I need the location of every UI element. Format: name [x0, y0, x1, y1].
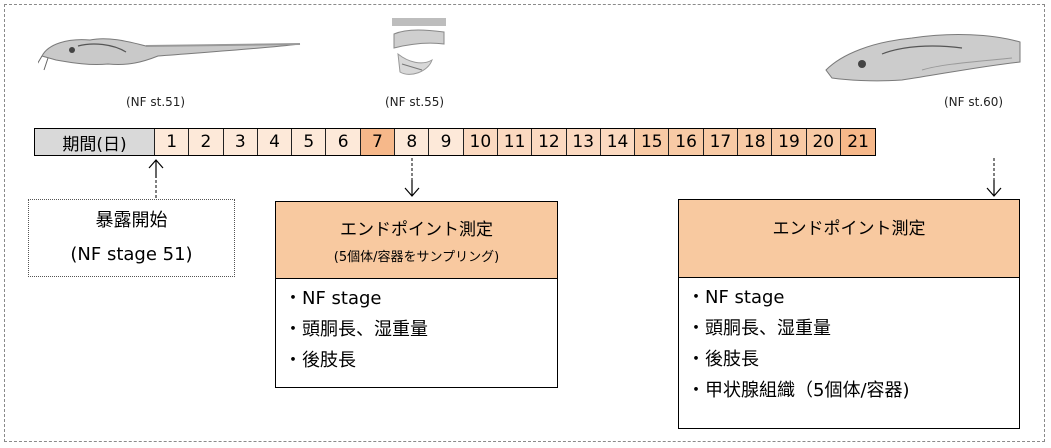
endpoint-item: ・後肢長 [687, 349, 759, 370]
stage-label-st60: (NF st.60) [944, 95, 1004, 109]
tadpole-st55-illustration [392, 18, 446, 75]
endpoint-subtitle-day7: (5個体/容器をサンプリング) [333, 250, 500, 265]
start-arrow [148, 159, 164, 198]
endpoint-header-day21: エンドポイント測定 [679, 200, 1019, 278]
day-cell: 9 [429, 129, 464, 155]
endpoint-box-day7: エンドポイント測定 (5個体/容器をサンプリング) ・NF stage ・頭胴長… [275, 201, 558, 388]
timeline-header: 期間(日) [35, 129, 155, 155]
diagram-frame [4, 4, 1045, 442]
day-cell: 6 [326, 129, 361, 155]
tadpole-st51-illustration [38, 38, 301, 71]
day-cell: 11 [497, 129, 533, 155]
tadpole-st60-illustration [825, 34, 1021, 82]
exposure-start-box: 暴露開始 (NF stage 51) [28, 199, 235, 277]
endpoint-list-day7: ・NF stage ・頭胴長、湿重量 ・後肢長 [276, 279, 557, 376]
endpoint-item: ・甲状腺組織（5個体/容器) [687, 380, 910, 401]
stage-label-st51: (NF st.51) [126, 95, 186, 109]
day-cell: 17 [703, 129, 739, 155]
stage-label-st55: (NF st.55) [385, 95, 445, 109]
day-cell: 20 [806, 129, 841, 155]
day21-arrow [986, 158, 1002, 197]
day-cell: 12 [532, 129, 567, 155]
endpoint-item: ・頭胴長、湿重量 [284, 319, 428, 340]
day-cell-endpoint: 21 [840, 129, 876, 155]
day-cell: 19 [772, 129, 807, 155]
day7-arrow [404, 158, 420, 197]
endpoint-box-day21: エンドポイント測定 ・NF stage ・頭胴長、湿重量 ・後肢長 ・甲状腺組織… [678, 199, 1020, 429]
day-cell: 8 [395, 129, 430, 155]
day-cell: 4 [257, 129, 293, 155]
endpoint-item: ・後肢長 [284, 350, 356, 371]
endpoint-header-day7: エンドポイント測定 (5個体/容器をサンプリング) [276, 202, 557, 279]
day-cell: 15 [635, 129, 670, 155]
day-cell: 2 [189, 129, 224, 155]
endpoint-list-day21: ・NF stage ・頭胴長、湿重量 ・後肢長 ・甲状腺組織（5個体/容器) [679, 278, 1019, 406]
endpoint-item: ・NF stage [284, 288, 382, 309]
day-cell: 14 [600, 129, 636, 155]
day-cell: 10 [463, 129, 498, 155]
exposure-start-stage: (NF stage 51) [70, 244, 193, 265]
endpoint-item: ・頭胴長、湿重量 [687, 318, 831, 339]
day-cell: 16 [669, 129, 704, 155]
endpoint-title-day7: エンドポイント測定 [340, 220, 493, 240]
day-cell: 3 [223, 129, 258, 155]
day-cell: 18 [738, 129, 773, 155]
timeline: 期間(日) 1 2 3 4 5 6 7 8 9 10 11 12 13 14 1… [34, 128, 877, 156]
exposure-start-title: 暴露開始 [95, 210, 168, 231]
day-cell-endpoint: 7 [360, 129, 396, 155]
day-cell: 13 [566, 129, 601, 155]
endpoint-item: ・NF stage [687, 287, 785, 308]
endpoint-title-day21: エンドポイント測定 [772, 219, 926, 239]
day-cell: 1 [155, 129, 190, 155]
day-cell: 5 [292, 129, 327, 155]
